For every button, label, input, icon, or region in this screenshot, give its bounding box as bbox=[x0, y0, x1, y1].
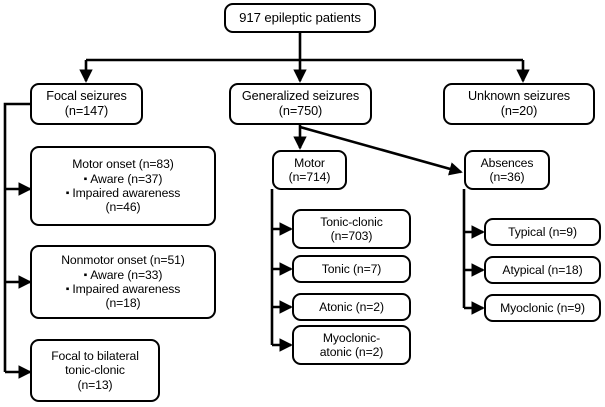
node-myoclonic-atonic[interactable]: Myoclonic- atonic (n=2) bbox=[292, 325, 411, 365]
node-focal-seizures-line-1: (n=147) bbox=[64, 104, 109, 118]
node-generalized-seizures-line-1: (n=750) bbox=[278, 104, 323, 118]
node-motor-onset-line-1: Aware (n=37) bbox=[84, 172, 162, 186]
node-generalized-seizures[interactable]: Generalized seizures (n=750) bbox=[229, 83, 372, 125]
node-unknown-seizures-line-1: (n=20) bbox=[500, 104, 538, 118]
node-absences[interactable]: Absences (n=36) bbox=[464, 150, 550, 190]
node-nonmotor-onset-line-3: (n=18) bbox=[105, 296, 141, 311]
edge-focal-spine bbox=[3, 102, 30, 372]
node-motor-onset-line-2: Impaired awareness bbox=[66, 186, 180, 200]
node-focal-seizures[interactable]: Focal seizures (n=147) bbox=[30, 83, 143, 125]
node-typical[interactable]: Typical (n=9) bbox=[484, 218, 601, 246]
node-tonic-clonic[interactable]: Tonic-clonic (n=703) bbox=[292, 209, 411, 249]
node-motor[interactable]: Motor (n=714) bbox=[272, 150, 347, 190]
node-focal-bilateral-line-2: (n=13) bbox=[77, 377, 113, 392]
node-atonic[interactable]: Atonic (n=2) bbox=[292, 293, 411, 321]
node-tonic-clonic-line-1: (n=703) bbox=[330, 229, 373, 243]
node-myoclonic-atonic-line-0: Myoclonic- bbox=[322, 330, 381, 345]
node-tonic[interactable]: Tonic (n=7) bbox=[292, 255, 411, 283]
node-absences-line-0: Absences bbox=[480, 155, 534, 170]
node-tonic-line-0: Tonic (n=7) bbox=[321, 261, 382, 276]
node-unknown-seizures[interactable]: Unknown seizures (n=20) bbox=[443, 83, 595, 125]
node-unknown-seizures-line-0: Unknown seizures bbox=[467, 89, 571, 104]
node-tonic-clonic-line-0: Tonic-clonic bbox=[320, 214, 383, 229]
node-motor-onset-line-3: (n=46) bbox=[105, 200, 141, 215]
node-nonmotor-onset-line-0: Nonmotor onset (n=51) bbox=[61, 253, 185, 268]
node-nonmotor-onset-line-1: Aware (n=33) bbox=[84, 268, 162, 282]
node-focal-bilateral-line-0: Focal to bilateral bbox=[51, 348, 139, 363]
node-motor-line-0: Motor bbox=[294, 155, 325, 170]
node-root-line-0: 917 epileptic patients bbox=[239, 10, 361, 26]
node-focal-to-bilateral-tonic-clonic[interactable]: Focal to bilateral tonic-clonic (n=13) bbox=[30, 339, 160, 402]
node-motor-onset[interactable]: Motor onset (n=83) Aware (n=37) Impaired… bbox=[30, 146, 216, 226]
node-myoclonic[interactable]: Myoclonic (n=9) bbox=[484, 294, 601, 322]
node-typical-line-0: Typical (n=9) bbox=[508, 224, 577, 239]
node-nonmotor-onset[interactable]: Nonmotor onset (n=51) Aware (n=33) Impai… bbox=[30, 245, 216, 319]
node-atypical[interactable]: Atypical (n=18) bbox=[484, 256, 601, 284]
node-motor-onset-line-0: Motor onset (n=83) bbox=[72, 157, 174, 172]
node-root[interactable]: 917 epileptic patients bbox=[224, 3, 376, 33]
node-focal-seizures-line-0: Focal seizures bbox=[46, 89, 127, 104]
node-nonmotor-onset-line-2: Impaired awareness bbox=[66, 282, 180, 296]
node-myoclonic-atonic-line-1: atonic (n=2) bbox=[319, 345, 384, 359]
node-motor-line-1: (n=714) bbox=[288, 170, 331, 184]
node-focal-bilateral-line-1: tonic-clonic bbox=[65, 363, 125, 378]
node-absences-line-1: (n=36) bbox=[489, 170, 525, 184]
node-generalized-seizures-line-0: Generalized seizures bbox=[241, 89, 360, 104]
node-myoclonic-line-0: Myoclonic (n=9) bbox=[500, 300, 585, 315]
node-atypical-line-0: Atypical (n=18) bbox=[502, 262, 583, 277]
node-atonic-line-0: Atonic (n=2) bbox=[319, 299, 384, 314]
